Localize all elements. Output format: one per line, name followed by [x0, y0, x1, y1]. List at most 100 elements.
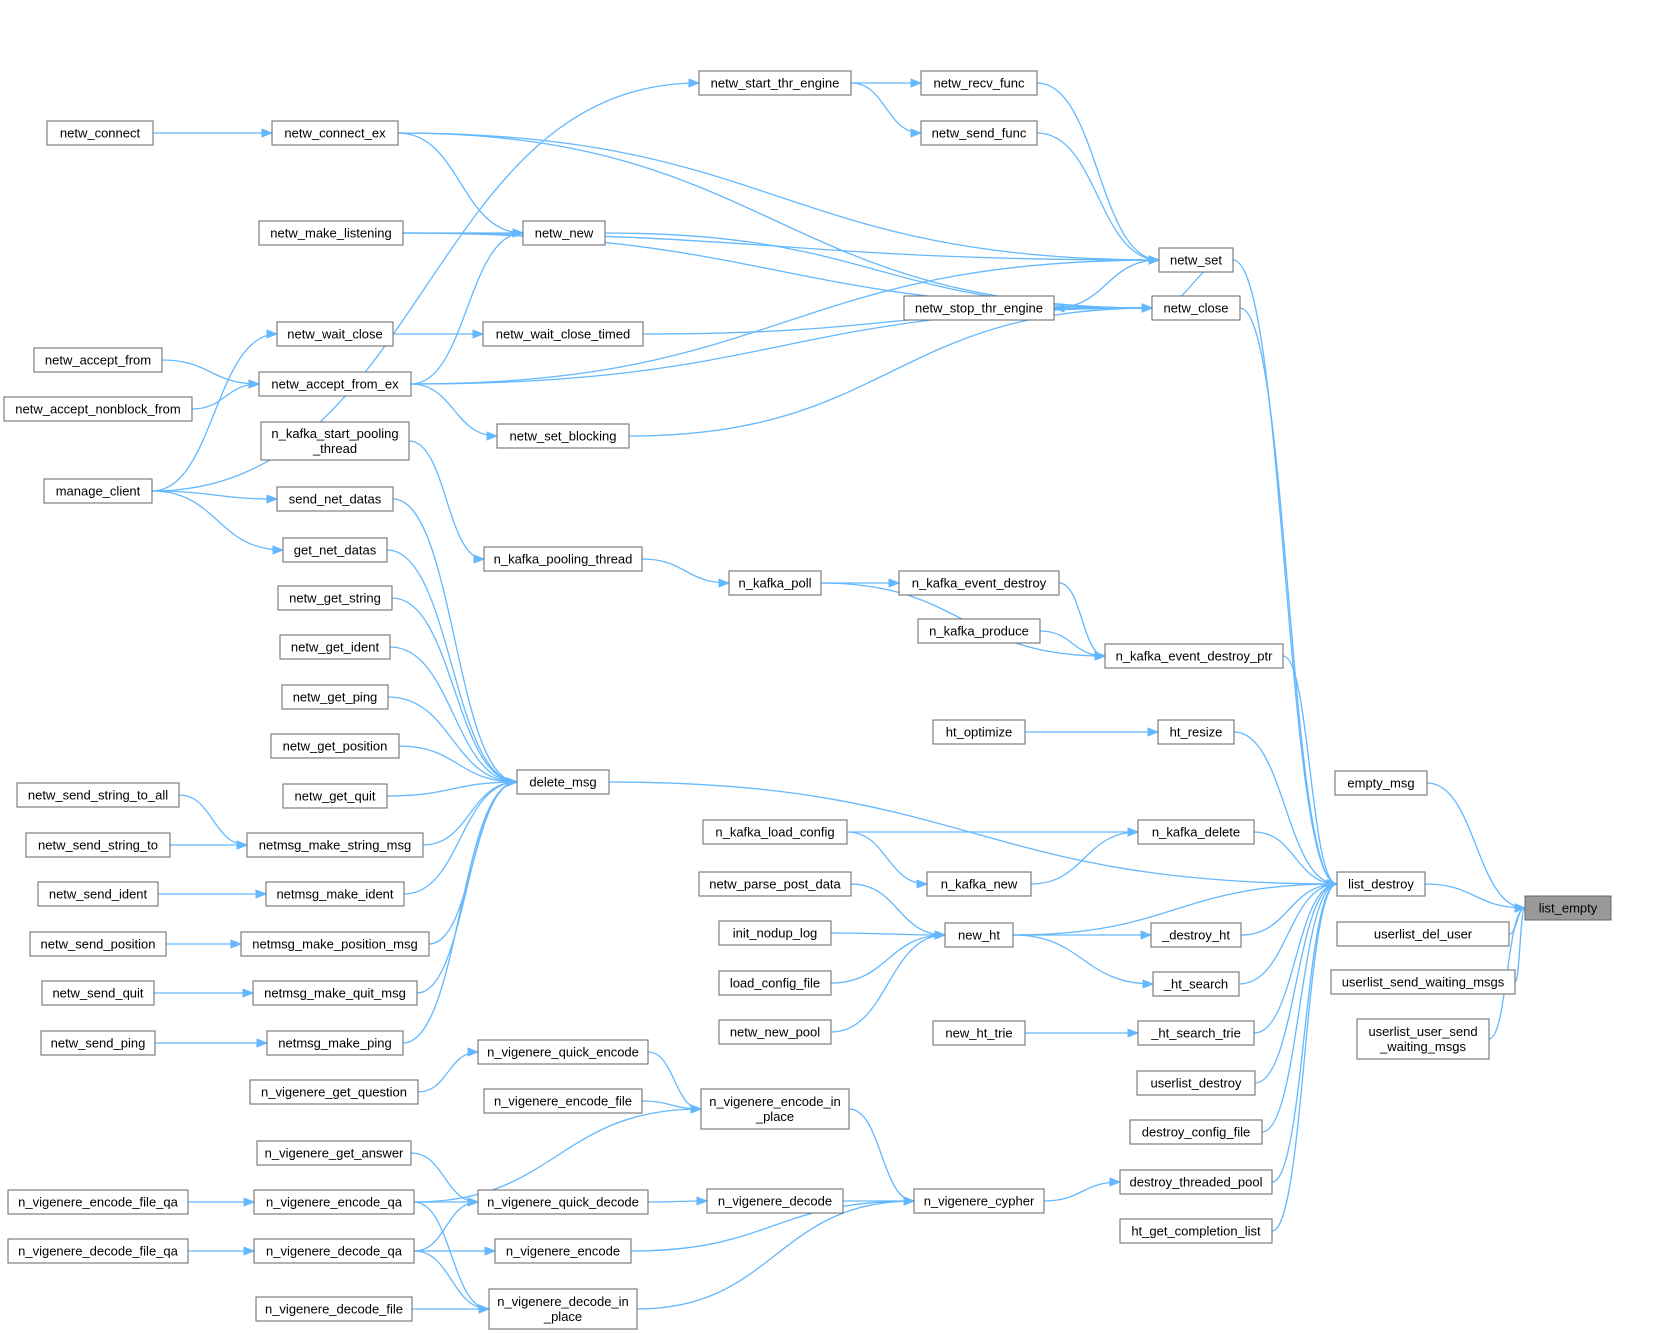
edge-netmsg_make_ident-to-delete_msg — [403, 777, 519, 895]
node-n_vigenere_decode_file[interactable]: n_vigenere_decode_file — [255, 1296, 413, 1322]
node-n_kafka_pooling_thread[interactable]: n_kafka_pooling_thread — [483, 546, 643, 572]
node-n_kafka_start_pooling_thread[interactable]: n_kafka_start_pooling_thread — [260, 421, 410, 461]
node-list_empty[interactable]: list_empty — [1524, 895, 1612, 921]
node-destroy_threaded_pool[interactable]: destroy_threaded_pool — [1119, 1169, 1273, 1195]
node-label: new_ht_trie — [945, 1026, 1012, 1041]
node-n_kafka_load_config[interactable]: n_kafka_load_config — [702, 819, 848, 845]
node-n_vigenere_quick_decode[interactable]: n_vigenere_quick_decode — [477, 1189, 649, 1215]
edge-destroy_threaded_pool-to-list_destroy — [1271, 879, 1339, 1183]
node-get_net_datas[interactable]: get_net_datas — [282, 537, 388, 563]
node-netw_wait_close[interactable]: netw_wait_close — [276, 321, 394, 347]
node-netmsg_make_ping[interactable]: netmsg_make_ping — [266, 1030, 404, 1056]
node-ht_resize[interactable]: ht_resize — [1157, 719, 1235, 745]
node-netw_parse_post_data[interactable]: netw_parse_post_data — [698, 871, 852, 897]
node-box — [718, 1019, 832, 1045]
node-_ht_search[interactable]: _ht_search — [1152, 971, 1240, 997]
node-list_destroy[interactable]: list_destroy — [1336, 871, 1426, 897]
node-n_vigenere_decode_qa[interactable]: n_vigenere_decode_qa — [253, 1238, 415, 1264]
node-n_kafka_poll[interactable]: n_kafka_poll — [728, 570, 822, 596]
node-box — [920, 120, 1038, 146]
node-netw_accept_from[interactable]: netw_accept_from — [33, 347, 163, 373]
node-netw_accept_from_ex[interactable]: netw_accept_from_ex — [258, 371, 412, 397]
node-netw_accept_nonblock_from[interactable]: netw_accept_nonblock_from — [3, 396, 193, 422]
node-netw_start_thr_engine[interactable]: netw_start_thr_engine — [698, 70, 852, 96]
edge-ht_resize-to-list_destroy — [1233, 731, 1339, 889]
node-netw_set[interactable]: netw_set — [1158, 247, 1234, 273]
node-box — [7, 1189, 189, 1215]
node-netw_get_ping[interactable]: netw_get_ping — [281, 684, 389, 710]
node-netw_connect[interactable]: netw_connect — [46, 120, 154, 146]
node-label: delete_msg — [529, 775, 596, 790]
node-n_vigenere_decode_in_place[interactable]: n_vigenere_decode_in_place — [488, 1288, 638, 1330]
node-new_ht_trie[interactable]: new_ht_trie — [932, 1020, 1026, 1046]
node-box — [1104, 643, 1284, 669]
edge-get_net_datas-to-delete_msg — [386, 549, 519, 787]
node-label: n_kafka_load_config — [715, 825, 834, 840]
node-_ht_search_trie[interactable]: _ht_search_trie — [1137, 1020, 1255, 1046]
node-manage_client[interactable]: manage_client — [43, 478, 153, 504]
node-netw_send_ident[interactable]: netw_send_ident — [37, 881, 159, 907]
node-n_vigenere_encode_in_place[interactable]: n_vigenere_encode_in_place — [700, 1088, 850, 1130]
node-netw_close[interactable]: netw_close — [1151, 295, 1241, 321]
node-n_kafka_produce[interactable]: n_kafka_produce — [917, 618, 1041, 644]
node-userlist_destroy[interactable]: userlist_destroy — [1136, 1070, 1256, 1096]
edge-delete_msg-to-list_destroy — [608, 781, 1339, 889]
node-n_kafka_event_destroy[interactable]: n_kafka_event_destroy — [898, 570, 1060, 596]
node-n_vigenere_get_answer[interactable]: n_vigenere_get_answer — [256, 1140, 412, 1166]
node-load_config_file[interactable]: load_config_file — [718, 970, 832, 996]
node-ht_optimize[interactable]: ht_optimize — [932, 719, 1026, 745]
node-netw_send_quit[interactable]: netw_send_quit — [41, 980, 155, 1006]
node-delete_msg[interactable]: delete_msg — [516, 769, 610, 795]
node-box — [1151, 295, 1241, 321]
node-empty_msg[interactable]: empty_msg — [1334, 770, 1428, 796]
node-netw_send_string_to_all[interactable]: netw_send_string_to_all — [16, 782, 180, 808]
node-box — [522, 220, 606, 246]
node-_destroy_ht[interactable]: _destroy_ht — [1150, 922, 1242, 948]
node-n_vigenere_decode[interactable]: n_vigenere_decode — [706, 1188, 844, 1214]
node-n_vigenere_encode_qa[interactable]: n_vigenere_encode_qa — [253, 1189, 415, 1215]
node-netw_set_blocking[interactable]: netw_set_blocking — [496, 423, 630, 449]
node-netw_new_pool[interactable]: netw_new_pool — [718, 1019, 832, 1045]
node-netw_get_position[interactable]: netw_get_position — [270, 733, 400, 759]
node-netw_make_listening[interactable]: netw_make_listening — [258, 220, 404, 246]
node-send_net_datas[interactable]: send_net_datas — [276, 486, 394, 512]
node-n_kafka_event_destroy_ptr[interactable]: n_kafka_event_destroy_ptr — [1104, 643, 1284, 669]
node-new_ht[interactable]: new_ht — [944, 922, 1014, 948]
node-n_vigenere_encode_file[interactable]: n_vigenere_encode_file — [483, 1088, 643, 1114]
node-n_vigenere_encode[interactable]: n_vigenere_encode — [494, 1238, 632, 1264]
node-netw_recv_func[interactable]: netw_recv_func — [920, 70, 1038, 96]
node-netw_send_ping[interactable]: netw_send_ping — [40, 1030, 156, 1056]
node-init_nodup_log[interactable]: init_nodup_log — [718, 920, 832, 946]
node-userlist_del_user[interactable]: userlist_del_user — [1336, 921, 1510, 947]
node-netw_get_quit[interactable]: netw_get_quit — [282, 783, 388, 809]
node-n_vigenere_quick_encode[interactable]: n_vigenere_quick_encode — [477, 1039, 649, 1065]
node-netmsg_make_string_msg[interactable]: netmsg_make_string_msg — [246, 832, 424, 858]
node-box — [488, 1288, 638, 1330]
node-box — [698, 70, 852, 96]
node-n_vigenere_encode_file_qa[interactable]: n_vigenere_encode_file_qa — [7, 1189, 189, 1215]
edge-userlist_destroy-to-list_destroy — [1254, 879, 1339, 1084]
node-netw_get_ident[interactable]: netw_get_ident — [279, 634, 391, 660]
node-netmsg_make_position_msg[interactable]: netmsg_make_position_msg — [240, 931, 430, 957]
node-netw_get_string[interactable]: netw_get_string — [277, 585, 393, 611]
node-netw_send_func[interactable]: netw_send_func — [920, 120, 1038, 146]
node-n_vigenere_cypher[interactable]: n_vigenere_cypher — [913, 1188, 1045, 1214]
node-ht_get_completion_list[interactable]: ht_get_completion_list — [1119, 1218, 1273, 1244]
node-netw_connect_ex[interactable]: netw_connect_ex — [271, 120, 399, 146]
node-netw_new[interactable]: netw_new — [522, 220, 606, 246]
node-netw_send_string_to[interactable]: netw_send_string_to — [25, 832, 171, 858]
node-n_vigenere_get_question[interactable]: n_vigenere_get_question — [249, 1079, 419, 1105]
node-n_kafka_new[interactable]: n_kafka_new — [926, 871, 1032, 897]
node-netw_send_position[interactable]: netw_send_position — [29, 931, 167, 957]
node-netw_wait_close_timed[interactable]: netw_wait_close_timed — [482, 321, 644, 347]
node-n_vigenere_decode_file_qa[interactable]: n_vigenere_decode_file_qa — [7, 1238, 189, 1264]
node-label: netw_close — [1163, 301, 1228, 316]
node-netmsg_make_quit_msg[interactable]: netmsg_make_quit_msg — [252, 980, 418, 1006]
node-userlist_send_waiting_msgs[interactable]: userlist_send_waiting_msgs — [1330, 969, 1516, 995]
node-label: n_vigenere_encode_qa — [266, 1195, 403, 1210]
node-destroy_config_file[interactable]: destroy_config_file — [1129, 1119, 1263, 1145]
node-netmsg_make_ident[interactable]: netmsg_make_ident — [265, 881, 405, 907]
node-n_kafka_delete[interactable]: n_kafka_delete — [1137, 819, 1255, 845]
node-userlist_user_send_waiting_msgs[interactable]: userlist_user_send_waiting_msgs — [1356, 1018, 1490, 1060]
node-netw_stop_thr_engine[interactable]: netw_stop_thr_engine — [903, 295, 1055, 321]
